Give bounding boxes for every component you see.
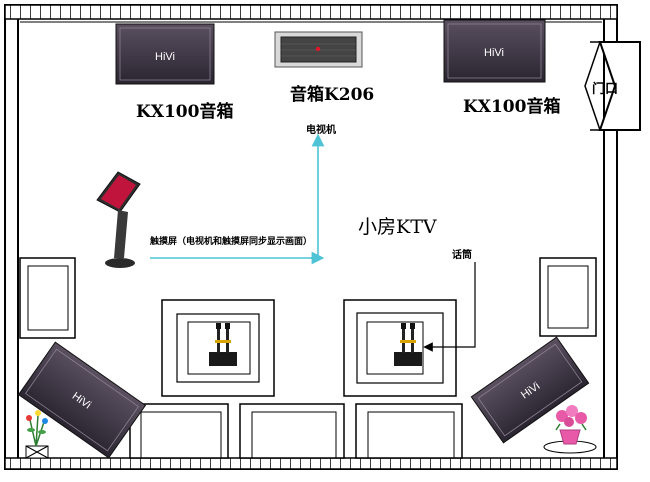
table-right xyxy=(343,299,457,397)
plant-left xyxy=(25,410,49,459)
touchscreen-kiosk xyxy=(96,171,141,268)
touchscreen-label: 触摸屏（电视机和触摸屏同步显示画面） xyxy=(150,237,313,247)
speaker-top-right-label: KX100音箱 xyxy=(463,97,561,117)
mic-receiver-right xyxy=(394,323,422,366)
sofa-right xyxy=(539,257,597,337)
speaker-center-k206 xyxy=(274,31,363,68)
mic-label: 话筒 xyxy=(452,250,472,261)
speaker-top-left: HiVi xyxy=(115,23,215,85)
table-left xyxy=(161,299,275,397)
speaker-bottom-right: HiVi xyxy=(470,336,590,444)
tv-label: 电视机 xyxy=(306,125,336,136)
speaker-brand-logo: HiVi xyxy=(484,47,504,59)
plant-right xyxy=(543,405,597,454)
bottom-seats xyxy=(129,403,463,459)
speaker-brand-logo: HiVi xyxy=(155,51,175,63)
speaker-center-label: 音箱K206 xyxy=(290,85,375,105)
speaker-top-left-label: KX100音箱 xyxy=(136,102,234,122)
mic-receiver-left xyxy=(209,323,237,366)
door-label: 门口 xyxy=(592,82,619,97)
speaker-bottom-left: HiVi xyxy=(17,341,147,459)
speaker-top-right: HiVi xyxy=(443,19,546,83)
signal-lines xyxy=(150,133,476,352)
sofa-left xyxy=(19,257,76,339)
door xyxy=(584,41,641,131)
room-title: 小房KTV xyxy=(358,216,437,238)
